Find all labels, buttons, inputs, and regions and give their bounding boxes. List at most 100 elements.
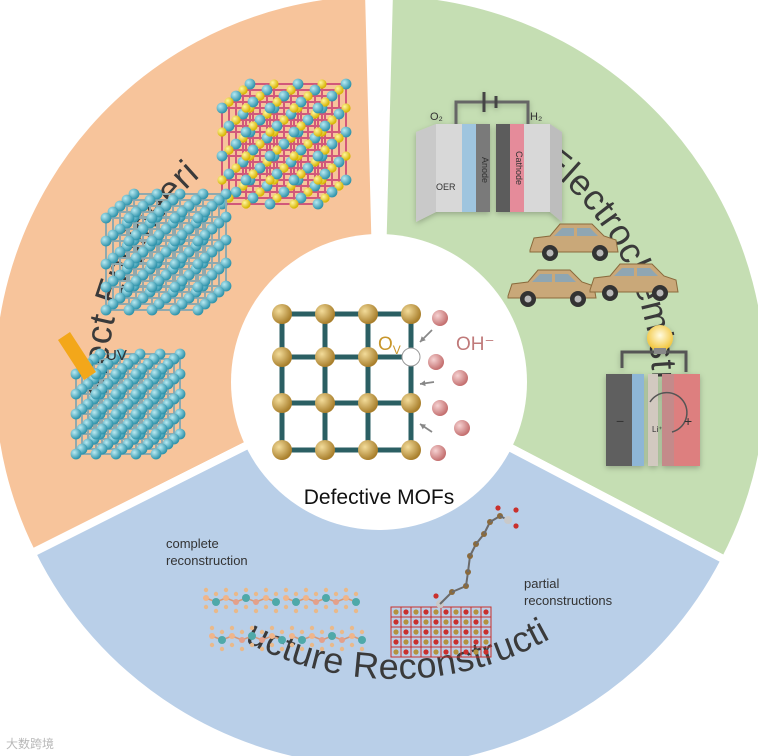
lattice-atom: [341, 151, 351, 161]
lattice-atom: [146, 258, 158, 270]
lattice-atom: [312, 198, 324, 210]
layer-atom: [239, 637, 245, 643]
layer-atom: [209, 633, 215, 639]
layer-atom: [223, 587, 229, 593]
lattice-atom: [224, 145, 234, 155]
hydroxide-ion: [432, 400, 448, 416]
lattice-atom: [326, 90, 338, 102]
partial-bond: [480, 646, 492, 658]
crystal-lattice-pristine: [100, 188, 232, 316]
lattice-atom: [100, 235, 112, 247]
layer-atom: [323, 604, 329, 610]
lattice-atom: [169, 212, 181, 224]
lattice-atom: [160, 246, 172, 258]
lattice-atom: [295, 96, 307, 108]
layer-atom: [328, 632, 336, 640]
layer-atom: [309, 625, 315, 631]
arrow-head: [420, 424, 426, 430]
lattice-atom: [153, 275, 165, 287]
partial-atom: [483, 639, 489, 645]
lattice-atom: [153, 252, 165, 264]
partial-atom: [423, 609, 429, 615]
lattice-atom: [213, 217, 225, 229]
lattice-atom: [265, 127, 275, 137]
lattice-atom: [169, 281, 181, 293]
lattice-atom: [176, 252, 188, 264]
lattice-atom: [137, 292, 149, 304]
layer-atom: [353, 591, 359, 597]
lattice-atom: [264, 102, 276, 114]
layer-atom: [213, 591, 219, 597]
lattice-atom: [303, 91, 313, 101]
lattice-atom: [174, 188, 186, 200]
layer-atom: [263, 604, 269, 610]
lattice-atom: [220, 211, 232, 223]
lattice-atom: [326, 186, 338, 198]
lattice-atom: [320, 97, 330, 107]
structure-reconstruction-sector: [26, 374, 731, 756]
complete-reconstruction-label-line2: reconstruction: [166, 553, 248, 568]
partial-atom: [453, 629, 459, 635]
lattice-atom: [296, 121, 306, 131]
lattice-atom: [254, 114, 266, 126]
lattice-atom: [130, 448, 142, 460]
lattice-atom: [303, 187, 313, 197]
lattice-atom: [130, 229, 142, 241]
layer-atom: [329, 642, 335, 648]
partial-atom: [433, 639, 439, 645]
lattice-atom: [320, 193, 330, 203]
lattice-atom: [183, 200, 195, 212]
lattice-atom: [302, 114, 314, 126]
partial-atom: [433, 619, 439, 625]
crystal-lattice-doped: [216, 78, 352, 210]
layer-atom: [323, 587, 329, 593]
lattice-atom: [292, 78, 304, 90]
lattice-atom: [326, 138, 338, 150]
partial-atom: [433, 649, 439, 655]
lattice-atom: [240, 174, 252, 186]
partial-atom: [393, 649, 399, 655]
lattice-atom: [107, 298, 119, 310]
layer-atom: [223, 595, 229, 601]
lattice-atom: [114, 292, 126, 304]
layer-atom: [333, 599, 339, 605]
layer-atom: [243, 604, 249, 610]
partial-atom: [403, 639, 409, 645]
lattice-atom: [110, 448, 122, 460]
lattice-atom: [247, 96, 259, 108]
lattice-atom: [265, 175, 275, 185]
layer-atom: [229, 642, 235, 648]
layer-atom: [212, 598, 220, 606]
lattice-atom: [312, 102, 324, 114]
lattice-atom: [153, 206, 165, 218]
partial-reconstruction-structure: [390, 505, 519, 658]
layer-atom: [279, 646, 285, 652]
partial-atom: [413, 629, 419, 635]
lattice-atom: [183, 223, 195, 235]
lattice-atom: [197, 188, 209, 200]
layer-atom: [303, 587, 309, 593]
layer-atom: [223, 604, 229, 610]
lattice-atom: [130, 428, 142, 440]
lattice-atom: [153, 298, 165, 310]
layer-atom: [253, 591, 259, 597]
lattice-atom: [213, 240, 225, 252]
layer-atom: [253, 608, 259, 614]
layer-atom: [359, 629, 365, 635]
partial-atom: [393, 639, 399, 645]
layer-atom: [263, 595, 269, 601]
lattice-atom: [192, 212, 204, 224]
lattice-atom: [107, 252, 119, 264]
layer-atom: [343, 595, 349, 601]
lattice-atom: [137, 246, 149, 258]
battery-plus-label: +: [684, 413, 692, 429]
lattice-atom: [130, 206, 142, 218]
lattice-atom: [230, 138, 242, 150]
partial-atom: [473, 619, 479, 625]
partial-atom: [473, 639, 479, 645]
lattice-atom: [160, 292, 172, 304]
lattice-atom: [123, 258, 135, 270]
layer-atom: [283, 587, 289, 593]
layer-atom: [219, 646, 225, 652]
layer-atom: [242, 594, 250, 602]
